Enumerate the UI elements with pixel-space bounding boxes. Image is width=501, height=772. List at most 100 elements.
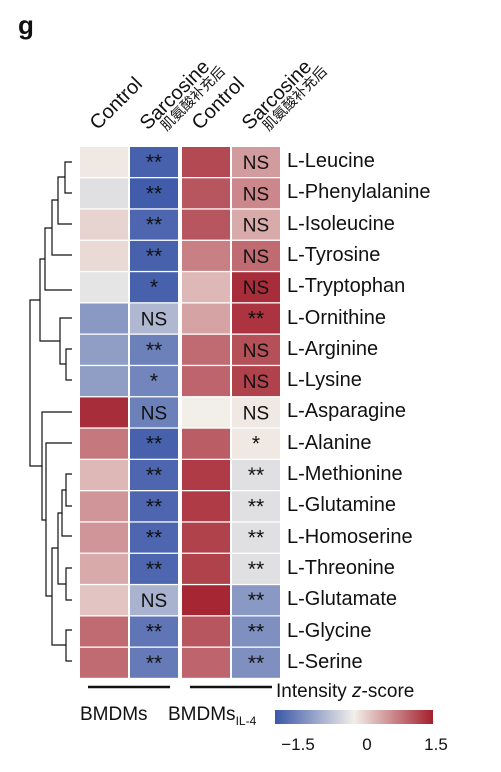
significance-label: ** — [146, 621, 162, 644]
row-label: L-Methionine — [287, 463, 403, 485]
colorbar-tick-label: 1.5 — [424, 735, 448, 754]
heatmap-cell — [80, 397, 128, 428]
heatmap-cell — [232, 460, 280, 490]
heatmap-cell — [182, 209, 230, 240]
heatmap-cell — [130, 647, 178, 678]
heatmap-cell — [182, 585, 230, 616]
heatmap-cell — [80, 366, 128, 397]
group-label: BMDMsIL-4 — [168, 704, 256, 728]
group-label: BMDMs — [80, 704, 148, 726]
heatmap-cell — [80, 616, 128, 647]
heatmap-cell — [80, 178, 128, 209]
heatmap-cell — [232, 240, 280, 271]
colorbar-tick-label: 0 — [362, 735, 372, 754]
heatmap-cell — [232, 428, 280, 459]
significance-label: * — [150, 370, 158, 393]
group-label-text: BMDMs — [168, 704, 236, 725]
significance-label: NS — [243, 403, 269, 424]
heatmap-cell — [80, 334, 128, 365]
significance-label: NS — [243, 153, 269, 174]
significance-label: ** — [146, 182, 162, 205]
heatmap-cell — [130, 303, 178, 334]
group-label-text: BMDMs — [80, 704, 148, 725]
heatmap-cell — [80, 522, 128, 553]
heatmap-cell — [182, 397, 230, 428]
dendrogram-branch — [64, 161, 72, 194]
significance-label: ** — [146, 339, 162, 362]
heatmap-cell — [80, 585, 128, 616]
row-label: L-Isoleucine — [287, 212, 395, 235]
significance-label: ** — [146, 433, 162, 456]
heatmap-cell — [130, 334, 178, 365]
heatmap-cell — [80, 491, 128, 522]
significance-label: NS — [243, 216, 269, 237]
significance-label: ** — [146, 464, 162, 487]
row-label: L-Tyrosine — [287, 243, 381, 266]
heatmap-cell — [182, 147, 230, 177]
heatmap-cell — [182, 334, 230, 365]
heatmap-cell — [232, 272, 280, 303]
heatmap-cell — [80, 272, 128, 303]
colorbar-title: Intensity z-score — [276, 681, 414, 703]
significance-label: NS — [243, 184, 269, 205]
colorbar-title-suffix: -score — [361, 681, 415, 702]
row-label: L-Glutamate — [287, 588, 398, 611]
colorbar-title-prefix: Intensity — [276, 681, 353, 702]
significance-label: NS — [243, 372, 269, 393]
significance-label: * — [252, 433, 260, 456]
heatmap-cell — [130, 147, 178, 177]
heatmap-cell — [232, 585, 280, 616]
heatmap-cell — [80, 460, 128, 490]
heatmap-cell — [232, 553, 280, 584]
heatmap-cell — [130, 272, 178, 303]
heatmap-cell — [130, 366, 178, 397]
significance-label: NS — [243, 247, 269, 268]
dendrogram-branch — [61, 489, 72, 537]
row-label: L-Asparagine — [287, 400, 406, 423]
row-label: L-Glutamine — [287, 494, 396, 517]
heatmap-cell — [80, 553, 128, 584]
significance-label: ** — [146, 151, 162, 174]
dendrogram-branch — [45, 442, 72, 597]
dendrogram-branch — [65, 348, 72, 381]
dendrogram-branch — [44, 227, 72, 291]
heatmap-cell — [182, 303, 230, 334]
heatmap-cell — [232, 522, 280, 553]
heatmap-cell — [80, 428, 128, 459]
heatmap-cell — [80, 303, 128, 334]
heatmap-cell — [130, 209, 178, 240]
heatmap-cell — [130, 491, 178, 522]
heatmap-cell — [130, 616, 178, 647]
heatmap-cell — [182, 366, 230, 397]
heatmap-cell — [182, 178, 230, 209]
dendrogram-branch — [65, 473, 72, 507]
dendrogram-branch — [65, 567, 72, 601]
significance-label: NS — [243, 278, 269, 299]
heatmap-cell — [182, 460, 230, 490]
significance-label: NS — [243, 341, 269, 362]
heatmap-cell — [80, 647, 128, 678]
significance-label: ** — [146, 495, 162, 518]
heatmap-cell — [232, 647, 280, 678]
significance-label: * — [150, 276, 158, 299]
heatmap-cell — [130, 397, 178, 428]
significance-label: ** — [248, 308, 264, 331]
dendrogram-branch — [29, 299, 42, 467]
heatmap-cell — [232, 616, 280, 647]
significance-label: NS — [141, 591, 167, 612]
heatmap-cell — [232, 209, 280, 240]
significance-label: ** — [248, 652, 264, 675]
heatmap-cell — [182, 616, 230, 647]
dendrogram-branch — [39, 258, 60, 342]
significance-label: NS — [141, 403, 167, 424]
colorbar-title-italic: z — [352, 681, 362, 702]
significance-label: ** — [146, 652, 162, 675]
significance-label: ** — [146, 245, 162, 268]
panel-letter: g — [18, 10, 34, 40]
row-label: L-Threonine — [287, 556, 395, 579]
significance-label: ** — [146, 558, 162, 581]
row-label: L-Glycine — [287, 619, 372, 642]
heatmap-cell — [80, 209, 128, 240]
heatmap-cell — [232, 491, 280, 522]
